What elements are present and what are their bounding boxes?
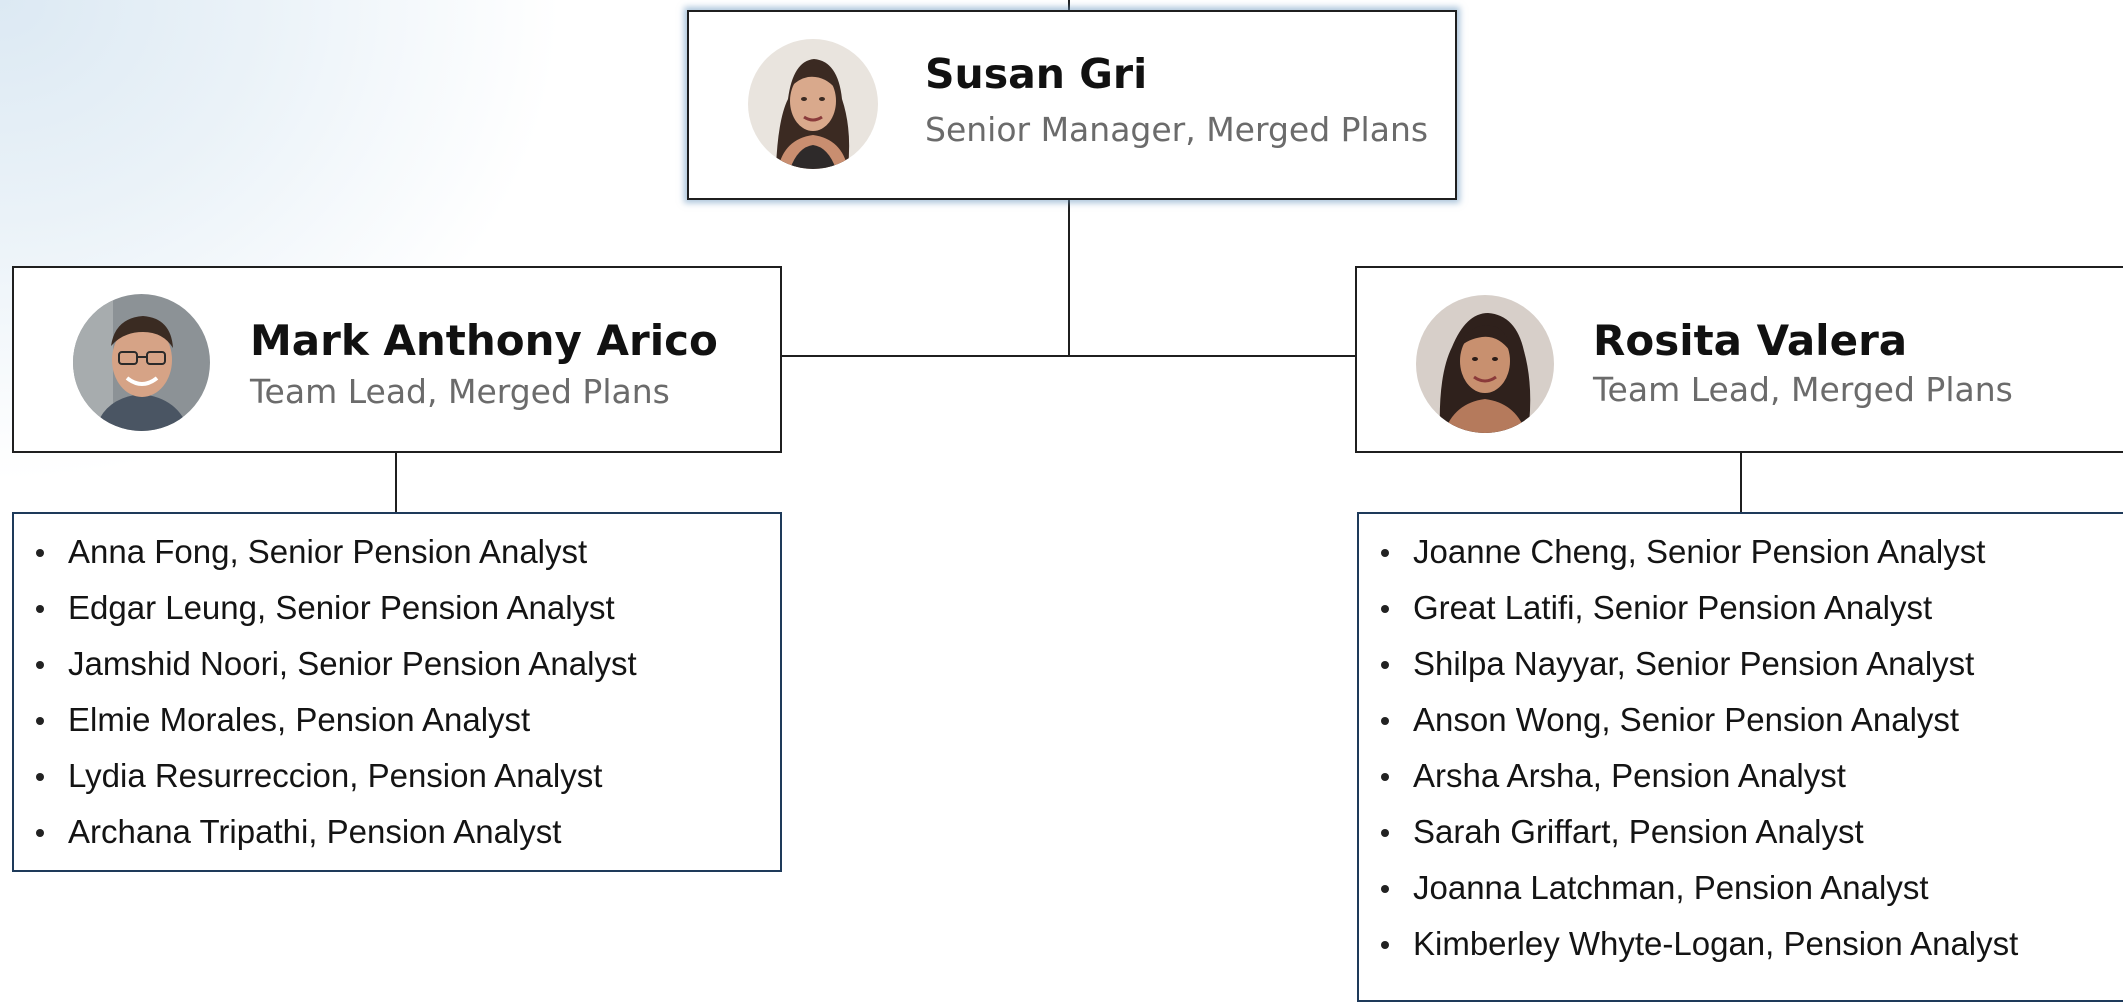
connector-top-stub <box>1068 0 1070 12</box>
list-item: Joanna Latchman, Pension Analyst <box>1359 860 2018 916</box>
manager-title: Senior Manager, Merged Plans <box>925 110 1429 149</box>
bullet-icon <box>36 773 44 781</box>
list-item: Archana Tripathi, Pension Analyst <box>14 804 637 860</box>
member-label: Jamshid Noori, Senior Pension Analyst <box>68 645 637 682</box>
member-label: Elmie Morales, Pension Analyst <box>68 701 531 738</box>
member-label: Kimberley Whyte-Logan, Pension Analyst <box>1413 925 2019 962</box>
lead-title-mark: Team Lead, Merged Plans <box>250 372 670 411</box>
member-label: Lydia Resurreccion, Pension Analyst <box>68 757 603 794</box>
bullet-icon <box>1381 605 1389 613</box>
team-list-rosita: Joanne Cheng, Senior Pension Analyst Gre… <box>1357 512 2123 1002</box>
list-item: Anna Fong, Senior Pension Analyst <box>14 524 637 580</box>
bullet-icon <box>1381 941 1389 949</box>
list-item: Arsha Arsha, Pension Analyst <box>1359 748 2018 804</box>
lead-name-rosita: Rosita Valera <box>1593 316 1908 365</box>
member-label: Edgar Leung, Senior Pension Analyst <box>68 589 615 626</box>
member-label: Anson Wong, Senior Pension Analyst <box>1413 701 1960 738</box>
list-item: Great Latifi, Senior Pension Analyst <box>1359 580 2018 636</box>
manager-name: Susan Gri <box>925 50 1148 98</box>
list-item: Sarah Griffart, Pension Analyst <box>1359 804 2018 860</box>
member-label: Archana Tripathi, Pension Analyst <box>68 813 562 850</box>
manager-node[interactable]: Susan Gri Senior Manager, Merged Plans <box>687 10 1457 200</box>
list-item: Kimberley Whyte-Logan, Pension Analyst <box>1359 916 2018 972</box>
man-portrait-photo-icon <box>73 294 210 431</box>
bullet-icon <box>36 717 44 725</box>
lead-avatar-rosita <box>1416 295 1554 433</box>
lead-node-mark[interactable]: Mark Anthony Arico Team Lead, Merged Pla… <box>12 266 782 453</box>
bullet-icon <box>1381 773 1389 781</box>
member-label: Arsha Arsha, Pension Analyst <box>1413 757 1846 794</box>
bullet-icon <box>1381 661 1389 669</box>
bullet-icon <box>36 829 44 837</box>
woman-portrait-photo-icon <box>1416 295 1554 433</box>
member-list: Joanne Cheng, Senior Pension Analyst Gre… <box>1359 524 2018 972</box>
member-label: Sarah Griffart, Pension Analyst <box>1413 813 1864 850</box>
woman-portrait-photo-icon <box>748 39 878 169</box>
member-label: Shilpa Nayyar, Senior Pension Analyst <box>1413 645 1975 682</box>
list-item: Shilpa Nayyar, Senior Pension Analyst <box>1359 636 2018 692</box>
bullet-icon <box>1381 829 1389 837</box>
member-label: Great Latifi, Senior Pension Analyst <box>1413 589 1933 626</box>
list-item: Lydia Resurreccion, Pension Analyst <box>14 748 637 804</box>
member-list: Anna Fong, Senior Pension Analyst Edgar … <box>14 524 637 860</box>
list-item: Anson Wong, Senior Pension Analyst <box>1359 692 2018 748</box>
list-item: Edgar Leung, Senior Pension Analyst <box>14 580 637 636</box>
lead-name-mark: Mark Anthony Arico <box>250 316 718 365</box>
lead-node-rosita[interactable]: Rosita Valera Team Lead, Merged Plans <box>1355 266 2123 453</box>
bullet-icon <box>36 661 44 669</box>
member-label: Joanne Cheng, Senior Pension Analyst <box>1413 533 1986 570</box>
bullet-icon <box>1381 549 1389 557</box>
list-item: Elmie Morales, Pension Analyst <box>14 692 637 748</box>
member-label: Anna Fong, Senior Pension Analyst <box>68 533 588 570</box>
list-item: Joanne Cheng, Senior Pension Analyst <box>1359 524 2018 580</box>
bullet-icon <box>36 549 44 557</box>
bullet-icon <box>36 605 44 613</box>
lead-avatar-mark <box>73 294 210 431</box>
manager-avatar <box>748 39 878 169</box>
list-item: Jamshid Noori, Senior Pension Analyst <box>14 636 637 692</box>
member-label: Joanna Latchman, Pension Analyst <box>1413 869 1929 906</box>
connector-manager-down <box>1068 198 1070 356</box>
bullet-icon <box>1381 717 1389 725</box>
team-list-mark: Anna Fong, Senior Pension Analyst Edgar … <box>12 512 782 872</box>
bullet-icon <box>1381 885 1389 893</box>
connector-lead1-down <box>395 451 397 514</box>
connector-horizontal <box>780 355 1357 357</box>
connector-lead2-down <box>1740 451 1742 514</box>
lead-title-rosita: Team Lead, Merged Plans <box>1593 370 2013 409</box>
